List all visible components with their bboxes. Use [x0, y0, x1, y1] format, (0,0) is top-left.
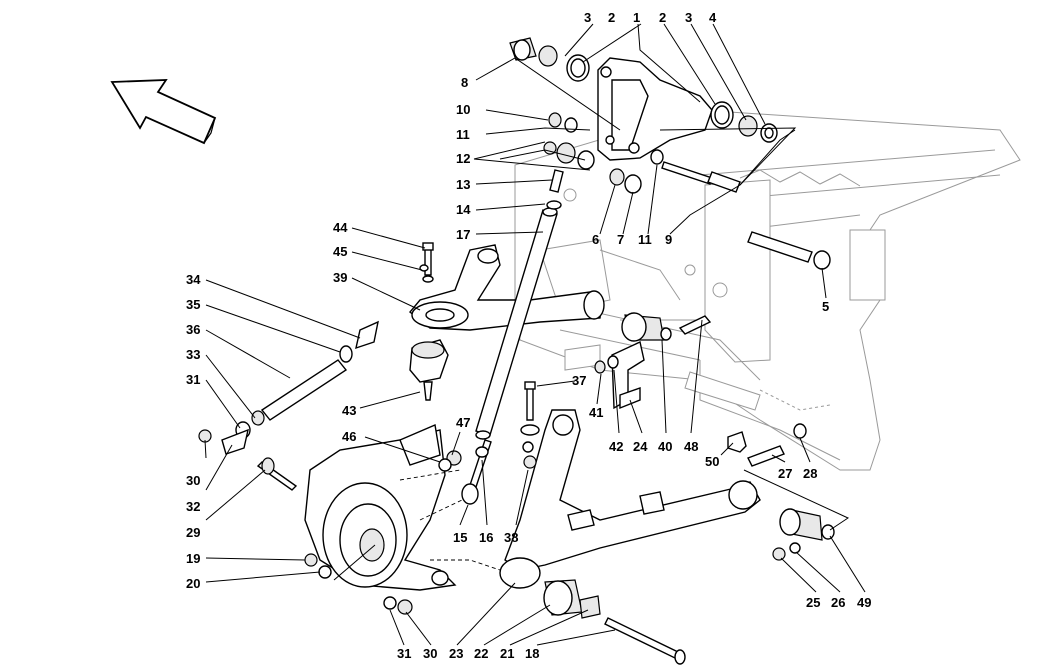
- callout-22: 22: [474, 646, 488, 661]
- shock-absorber: [461, 207, 558, 505]
- callout-40: 40: [658, 439, 672, 454]
- callout-28: 28: [803, 466, 817, 481]
- callout-45: 45: [333, 244, 347, 259]
- bolts: [256, 161, 831, 665]
- arrow-up-left-icon: [110, 79, 217, 145]
- callout-3: 3: [584, 10, 591, 25]
- callout-48: 48: [684, 439, 698, 454]
- callout-2: 2: [608, 10, 615, 25]
- callout-11: 11: [638, 232, 652, 247]
- callout-38: 38: [504, 530, 518, 545]
- callout-25: 25: [806, 595, 820, 610]
- callout-41: 41: [589, 405, 603, 420]
- callout-49: 49: [857, 595, 871, 610]
- callout-7: 7: [617, 232, 624, 247]
- tie-rod: [198, 320, 379, 455]
- callout-32: 32: [186, 499, 200, 514]
- callout-14: 14: [456, 202, 471, 217]
- callout-34: 34: [186, 272, 201, 287]
- callout-19: 19: [186, 551, 200, 566]
- callout-23: 23: [449, 646, 463, 661]
- callout-39: 39: [333, 270, 347, 285]
- callout-18: 18: [525, 646, 539, 661]
- callout-15: 15: [453, 530, 467, 545]
- callout-5: 5: [822, 299, 829, 314]
- callout-20: 20: [186, 576, 200, 591]
- callout-24: 24: [633, 439, 648, 454]
- callout-1: 1: [633, 10, 640, 25]
- callout-6: 6: [592, 232, 599, 247]
- callout-31: 31: [397, 646, 411, 661]
- callout-26: 26: [831, 595, 845, 610]
- ball-joint: [409, 339, 449, 401]
- callout-11: 11: [456, 127, 470, 142]
- callout-labels: 3 2 1 2 3 4 8 10 11 12 13 14 17 6 7 11 9…: [186, 10, 871, 661]
- callout-13: 13: [456, 177, 470, 192]
- callout-42: 42: [609, 439, 623, 454]
- lower-bushings: [543, 312, 835, 619]
- callout-9: 9: [665, 232, 672, 247]
- callout-3: 3: [685, 10, 692, 25]
- callout-4: 4: [709, 10, 717, 25]
- callout-47: 47: [456, 415, 470, 430]
- callout-8: 8: [461, 75, 468, 90]
- callout-17: 17: [456, 227, 470, 242]
- hub-carrier: [304, 424, 501, 615]
- callout-12: 12: [456, 151, 470, 166]
- callout-44: 44: [333, 220, 348, 235]
- callout-30: 30: [423, 646, 437, 661]
- lower-wishbone: [499, 409, 761, 589]
- upper-wishbone: [409, 244, 605, 331]
- callout-2: 2: [659, 10, 666, 25]
- callout-46: 46: [342, 429, 356, 444]
- leader-lines: [204, 23, 866, 646]
- callout-27: 27: [778, 466, 792, 481]
- callout-30: 30: [186, 473, 200, 488]
- callout-35: 35: [186, 297, 200, 312]
- upper-mounting-bracket: [597, 57, 713, 161]
- callout-31: 31: [186, 372, 200, 387]
- callout-37: 37: [572, 373, 586, 388]
- callout-16: 16: [479, 530, 493, 545]
- callout-50: 50: [705, 454, 719, 469]
- callout-36: 36: [186, 322, 200, 337]
- top-bushings: [509, 37, 778, 194]
- chassis-frame: [514, 109, 1021, 471]
- callout-10: 10: [456, 102, 470, 117]
- callout-33: 33: [186, 347, 200, 362]
- callout-43: 43: [342, 403, 356, 418]
- bracket-24: [419, 200, 747, 472]
- callout-21: 21: [500, 646, 514, 661]
- callout-29: 29: [186, 525, 200, 540]
